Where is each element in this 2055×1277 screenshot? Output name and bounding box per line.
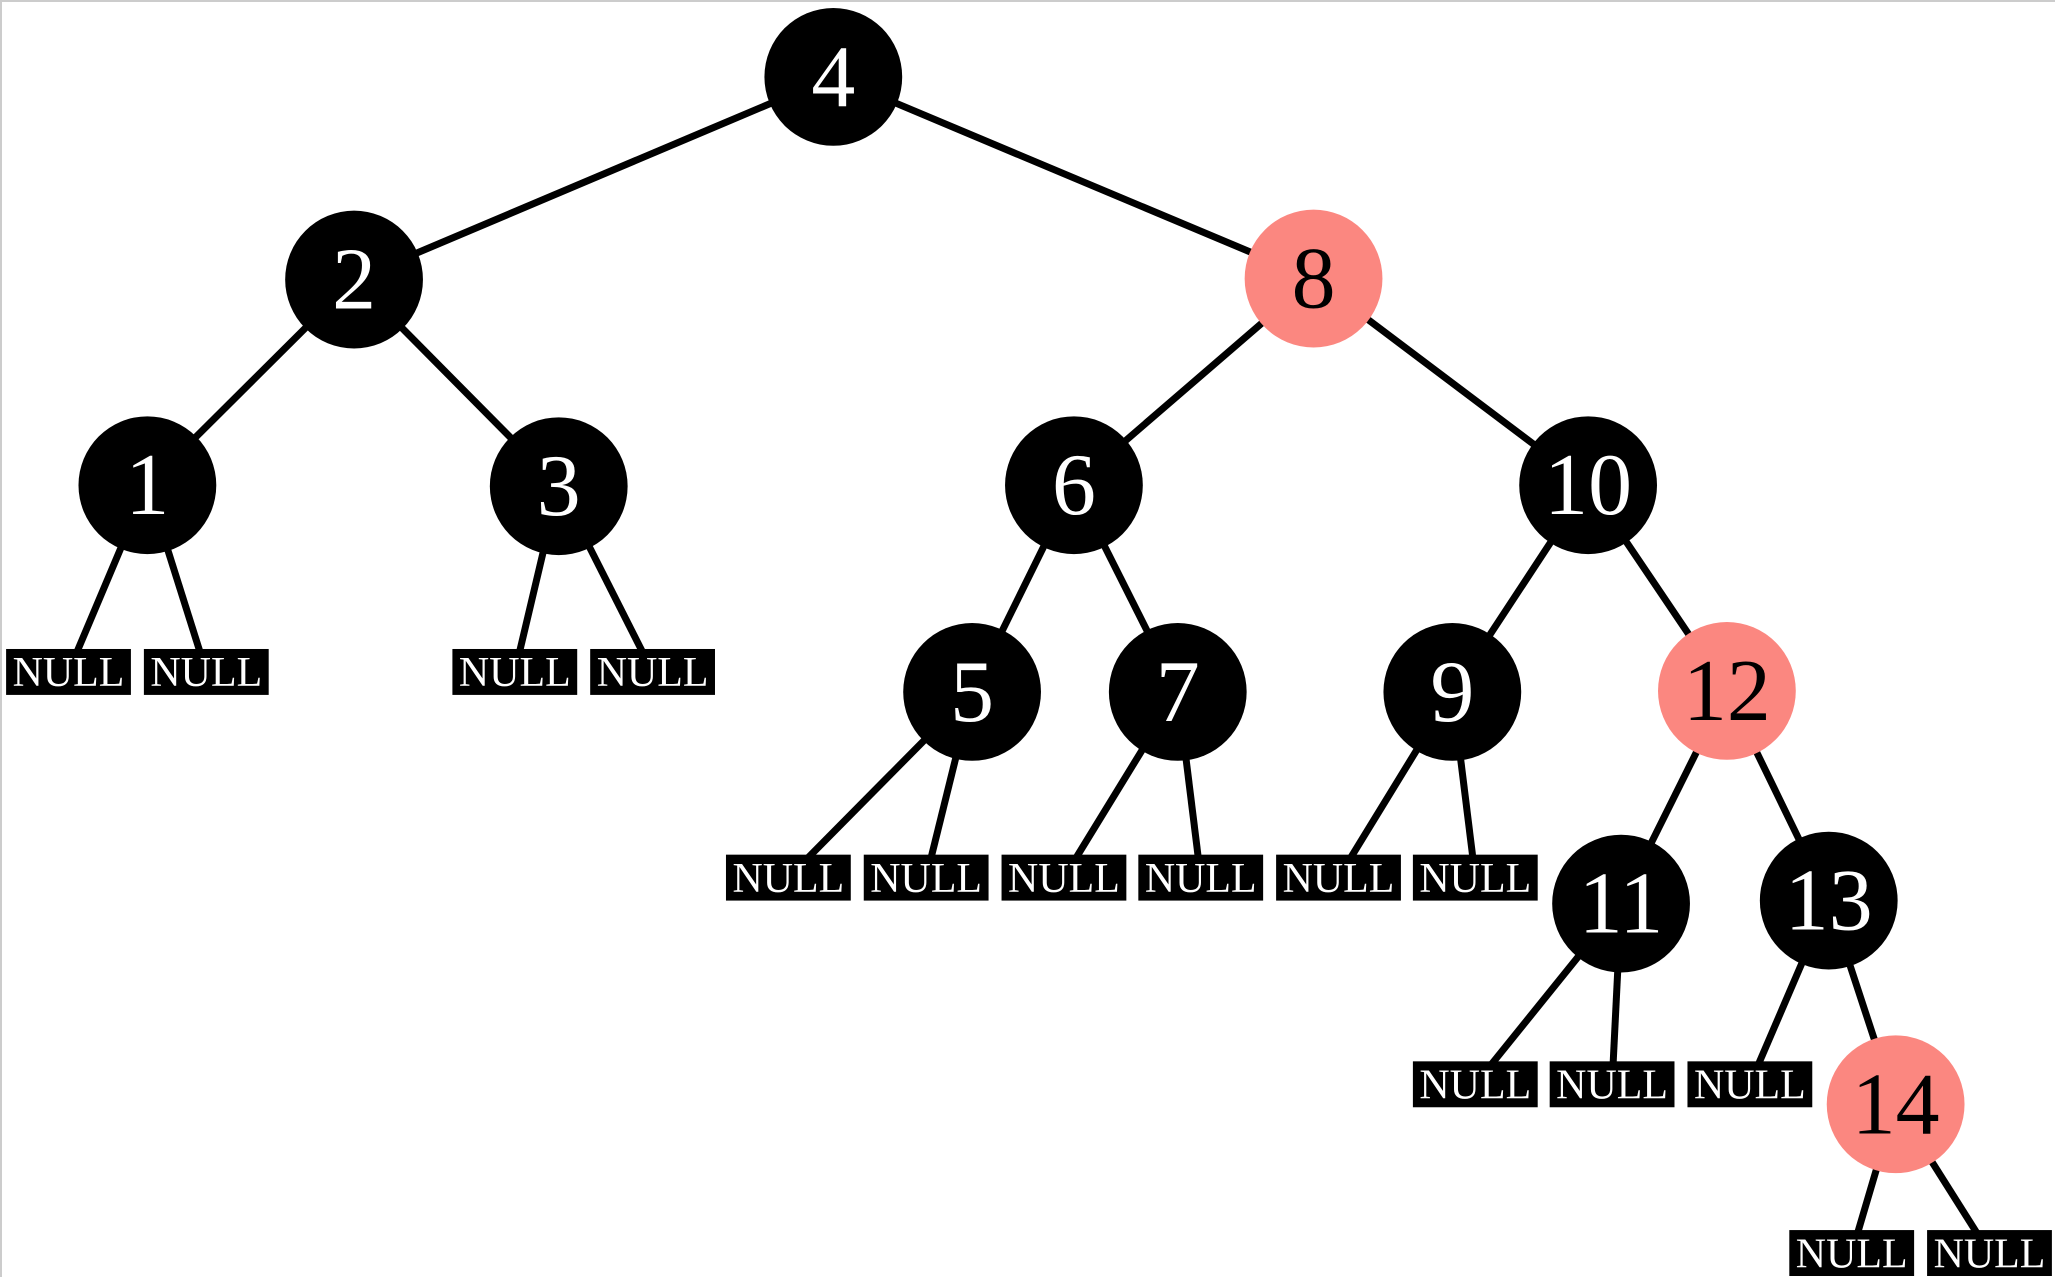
tree-node-6-black — [1005, 416, 1143, 555]
tree-node-label-3: 3 — [537, 438, 581, 535]
null-leaf-box-null-14L — [1789, 1230, 1915, 1277]
null-leaf-box-null-7R — [1138, 854, 1264, 901]
tree-node-14-red — [1826, 1035, 1965, 1174]
null-leaf-label-null-9L: NULL — [1283, 856, 1395, 902]
tree-node-9-black — [1383, 623, 1522, 761]
tree-node-label-12: 12 — [1683, 643, 1771, 740]
tree-node-label-2: 2 — [332, 232, 376, 329]
tree-edge-4-8 — [831, 73, 1315, 282]
tree-node-4-black — [764, 7, 903, 146]
null-leaf-box-null-9L — [1276, 854, 1401, 901]
tree-node-12-red — [1658, 622, 1796, 760]
null-leaf-label-null-3R: NULL — [597, 650, 709, 696]
tree-node-label-1: 1 — [125, 437, 169, 534]
null-leaf-box-null-3L — [452, 648, 578, 695]
tree-node-label-11: 11 — [1579, 856, 1664, 953]
null-leaf-label-null-11R: NULL — [1556, 1063, 1668, 1109]
null-leaf-label-null-1R: NULL — [150, 650, 262, 696]
null-leaf-label-null-11L: NULL — [1419, 1063, 1531, 1109]
null-leaf-label-null-13L: NULL — [1694, 1063, 1806, 1109]
tree-node-3-black — [489, 417, 628, 556]
null-leaf-box-null-13L — [1687, 1061, 1813, 1108]
null-leaf-label-null-5L: NULL — [732, 856, 844, 902]
null-leaf-label-null-1L: NULL — [13, 650, 125, 696]
tree-node-label-6: 6 — [1052, 437, 1096, 534]
null-leaf-box-null-5L — [725, 854, 851, 901]
null-leaf-label-null-14L: NULL — [1796, 1231, 1908, 1277]
tree-node-label-9: 9 — [1430, 644, 1474, 741]
tree-node-7-black — [1108, 623, 1247, 761]
null-leaf-label-null-7R: NULL — [1145, 856, 1257, 902]
tree-node-label-4: 4 — [811, 29, 855, 126]
null-leaf-label-null-3L: NULL — [459, 650, 571, 696]
null-leaf-label-null-7L: NULL — [1008, 856, 1120, 902]
tree-node-8-red — [1244, 209, 1383, 348]
tree-edge-4-2 — [352, 73, 835, 283]
null-leaf-box-null-7L — [1001, 854, 1127, 901]
null-leaf-label-null-14R: NULL — [1934, 1231, 2046, 1277]
tree-node-10-black — [1519, 416, 1658, 555]
tree-node-11-black — [1552, 834, 1690, 973]
tree-node-13-black — [1759, 831, 1898, 970]
tree-node-label-14: 14 — [1852, 1056, 1940, 1153]
null-leaf-box-null-3R — [590, 648, 715, 695]
null-leaf-box-null-14R — [1927, 1230, 2052, 1277]
null-leaf-box-null-9R — [1412, 854, 1538, 901]
tree-node-label-7: 7 — [1156, 644, 1200, 741]
tree-node-1-black — [78, 416, 217, 555]
tree-node-label-13: 13 — [1785, 853, 1873, 950]
null-leaf-box-null-1L — [6, 648, 131, 695]
tree-node-label-10: 10 — [1544, 437, 1632, 534]
null-leaf-box-null-11L — [1412, 1061, 1538, 1108]
null-leaf-box-null-11R — [1549, 1061, 1675, 1108]
null-leaf-box-null-5R — [863, 854, 989, 901]
null-leaf-label-null-9R: NULL — [1419, 856, 1531, 902]
tree-node-2-black — [285, 210, 423, 349]
tree-node-label-8: 8 — [1292, 231, 1336, 328]
tree-node-label-5: 5 — [950, 644, 994, 741]
null-leaf-label-null-5R: NULL — [870, 856, 982, 902]
null-leaf-box-null-1R — [143, 648, 269, 695]
tree-node-5-black — [903, 623, 1041, 761]
